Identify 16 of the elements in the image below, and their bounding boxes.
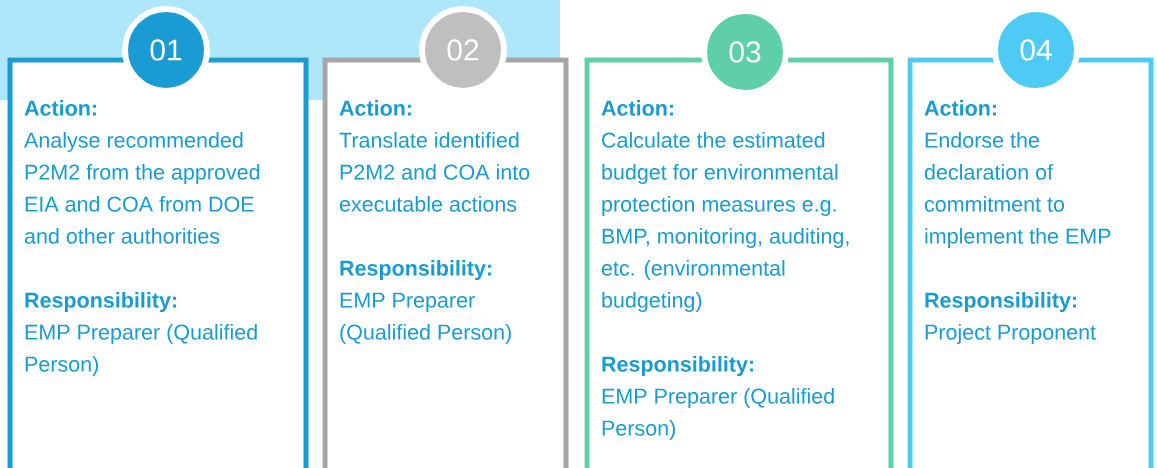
responsibility-text: EMP Preparer (Qualified Person) bbox=[25, 324, 257, 376]
action-heading: Action: bbox=[601, 100, 673, 116]
responsibility-heading: Responsibility: bbox=[925, 292, 1077, 313]
responsibility-heading: Responsibility: bbox=[340, 260, 492, 281]
action-text: Translate identified P2M2 and COA into executable actions bbox=[339, 132, 530, 212]
responsibility-text: EMP Preparer (Qualified Person) bbox=[602, 388, 834, 440]
action-heading: Action: bbox=[24, 100, 96, 116]
action-text: Calculate the estimated budget for environmental protection measures e.g. BMP, monitoring, auditing, etc. (environmental budgeting) bbox=[601, 132, 849, 313]
action-text: Endorse the declaration of commitment to implement the EMP bbox=[924, 132, 1111, 249]
action-text: Analyse recommended P2M2 from the approved EIA and COA from DOE and other authorities bbox=[24, 132, 260, 244]
responsibility-text: EMP Preparer (Qualified Person) bbox=[340, 292, 511, 344]
action-heading: Action: bbox=[339, 100, 411, 116]
action-heading: Action: bbox=[924, 100, 996, 116]
responsibility-heading: Responsibility: bbox=[25, 292, 177, 313]
responsibility-text: Project Proponent bbox=[925, 324, 1096, 345]
responsibility-heading: Responsibility: bbox=[602, 356, 754, 377]
